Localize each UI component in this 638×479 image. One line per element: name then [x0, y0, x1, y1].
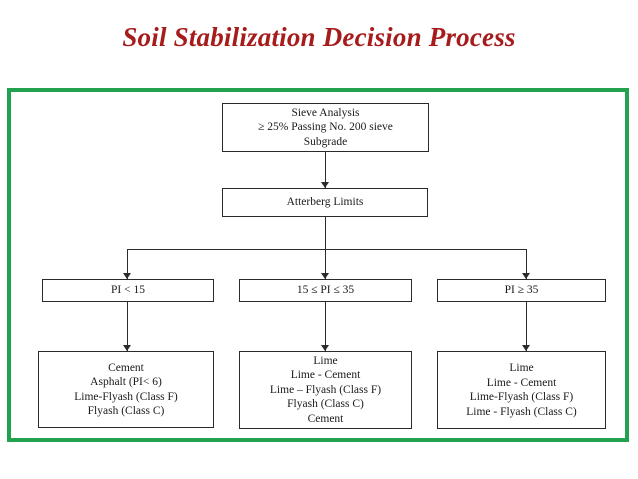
node-line: ≥ 25% Passing No. 200 sieve: [258, 121, 393, 134]
connector-bus-to-pi-low: [127, 249, 128, 279]
node-condition-pi-low: PI < 15: [42, 279, 214, 302]
node-line: Cement: [108, 361, 144, 374]
node-line: Asphalt (PI< 6): [90, 376, 162, 388]
arrowhead-pi-low: [123, 273, 131, 279]
node-sieve-analysis: Sieve Analysis ≥ 25% Passing No. 200 sie…: [222, 103, 429, 152]
node-line: Sieve Analysis: [291, 106, 360, 119]
node-line: Flyash (Class C): [87, 405, 165, 417]
arrowhead-atterberg: [321, 182, 329, 188]
flowchart-frame: Sieve Analysis ≥ 25% Passing No. 200 sie…: [7, 88, 629, 442]
connector-branch-bus: [127, 249, 527, 250]
node-result-pi-low: Cement Asphalt (PI< 6) Lime-Flyash (Clas…: [38, 351, 214, 428]
node-line: Lime: [509, 362, 534, 374]
node-result-pi-mid: Lime Lime - Cement Lime – Flyash (Class …: [239, 351, 412, 429]
node-condition-pi-high: PI ≥ 35: [437, 279, 606, 302]
node-line: Subgrade: [303, 135, 348, 148]
arrowhead-result-low: [123, 345, 131, 351]
node-line: Lime - Cement: [486, 376, 557, 389]
connector-pi-low-to-result: [127, 302, 128, 351]
node-line: Lime – Flyash (Class F): [269, 383, 382, 396]
arrowhead-result-mid: [321, 345, 329, 351]
connector-pi-high-to-result: [526, 302, 527, 351]
node-line: Lime - Cement: [290, 369, 361, 382]
node-line: Atterberg Limits: [286, 196, 364, 209]
connector-pi-mid-to-result: [325, 302, 326, 351]
node-atterberg-limits: Atterberg Limits: [222, 188, 428, 217]
node-result-pi-high: Lime Lime - Cement Lime-Flyash (Class F)…: [437, 351, 606, 429]
node-line: Cement: [307, 412, 344, 425]
node-line: Lime-Flyash (Class F): [469, 391, 574, 403]
node-line: PI ≥ 35: [504, 284, 539, 297]
node-condition-pi-mid: 15 ≤ PI ≤ 35: [239, 279, 412, 302]
arrowhead-result-high: [522, 345, 530, 351]
connector-bus-to-pi-high: [526, 249, 527, 279]
arrowhead-pi-mid: [321, 273, 329, 279]
node-line: Lime - Flyash (Class C): [466, 405, 577, 418]
connector-bus-to-pi-mid: [325, 249, 326, 279]
connector-atterberg-to-bus: [325, 217, 326, 250]
arrowhead-pi-high: [522, 273, 530, 279]
node-line: 15 ≤ PI ≤ 35: [296, 284, 355, 297]
node-line: Flyash (Class C): [287, 398, 364, 411]
connector-sieve-to-atterberg: [325, 152, 326, 188]
node-line: PI < 15: [111, 284, 145, 297]
page-title: Soil Stabilization Decision Process: [122, 22, 516, 52]
node-line: Lime-Flyash (Class F): [74, 390, 178, 403]
node-line: Lime: [313, 354, 338, 367]
